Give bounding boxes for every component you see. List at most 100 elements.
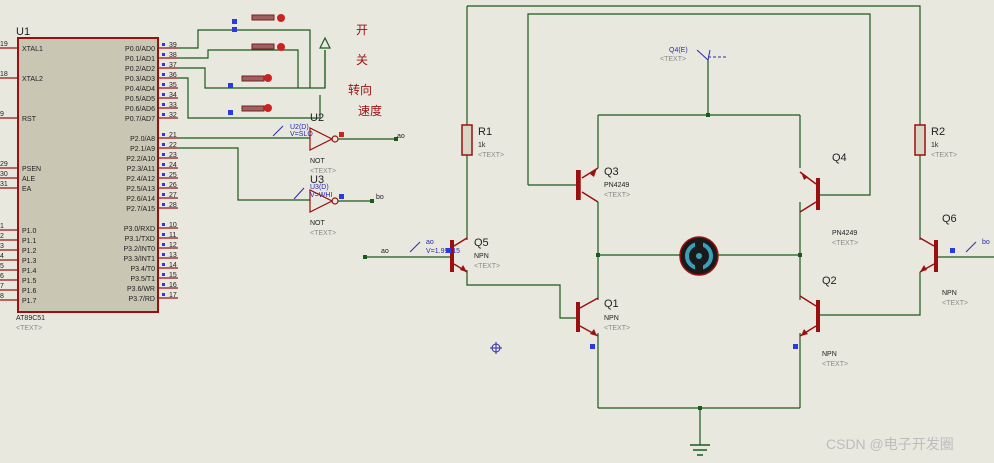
transistor-type: NPN <box>942 290 957 297</box>
gate-probe: U3(D) <box>310 184 329 191</box>
pin-number: 17 <box>169 292 177 299</box>
mcu-pin-left[interactable]: 8P1.7 <box>0 293 37 305</box>
pin-state-marker <box>162 143 165 146</box>
pin-number: 13 <box>169 252 177 259</box>
mcu-u1[interactable]: U1 19XTAL118XTAL29RST29PSEN30ALE31EA1P1.… <box>0 26 178 332</box>
pin-state-marker <box>162 153 165 156</box>
pin-state-marker <box>162 103 165 106</box>
pin-name: P2.2/A10 <box>126 156 155 163</box>
mcu-pin-left[interactable]: 5P1.4 <box>0 263 37 275</box>
probe-label: ao <box>426 239 434 246</box>
push-button-2[interactable] <box>232 27 285 51</box>
probe-pin <box>793 344 798 349</box>
pin-name: P1.2 <box>22 248 37 255</box>
transistor-q1[interactable] <box>576 297 599 337</box>
pin-number: 15 <box>169 272 177 279</box>
pin-name: P2.0/A8 <box>130 136 155 143</box>
pin-name: P3.6/WR <box>127 286 155 293</box>
push-button-4[interactable] <box>228 104 272 119</box>
probe-q4e[interactable]: Q4(E) <TEXT> <box>660 47 728 63</box>
pin-name: XTAL2 <box>22 76 43 83</box>
mcu-pin-left[interactable]: 3P1.2 <box>0 243 37 255</box>
not-gate-u2[interactable]: U2 U2(D) V=SLO NOT <TEXT> ao <box>178 112 405 175</box>
pin-name: P1.7 <box>22 298 37 305</box>
mcu-pin-left[interactable]: 4P1.3 <box>0 253 37 265</box>
probe-q6[interactable]: bo <box>950 239 990 253</box>
transistor-q5[interactable] <box>450 237 468 273</box>
resistor-r1[interactable]: R1 1k <TEXT> <box>461 124 504 159</box>
mcu-pin-left[interactable]: 6P1.5 <box>0 273 37 285</box>
transistor-q6[interactable] <box>919 237 938 273</box>
transistor-ref: Q5 <box>474 237 489 249</box>
resistor-r2[interactable]: R2 1k <TEXT> <box>914 124 957 159</box>
pin-state-marker <box>162 73 165 76</box>
pin-name: PSEN <box>22 166 41 173</box>
transistor-q3[interactable] <box>576 167 599 203</box>
net-label-ao: ao <box>381 248 389 255</box>
pin-number: 14 <box>169 262 177 269</box>
pin-name: P0.7/AD7 <box>125 116 155 123</box>
transistor-text: <TEXT> <box>822 361 848 368</box>
gate-probe-value: V=WHI <box>310 192 332 199</box>
pin-number: 23 <box>169 152 177 159</box>
pin-number: 26 <box>169 182 177 189</box>
push-button-3[interactable] <box>228 74 272 89</box>
push-button-1[interactable] <box>232 14 285 31</box>
pin-state-marker <box>162 283 165 286</box>
transistor-q4[interactable] <box>799 171 820 213</box>
dc-motor-icon[interactable] <box>679 236 719 276</box>
pin-number: 4 <box>0 253 4 260</box>
pin-name: P0.5/AD5 <box>125 96 155 103</box>
mcu-pin-left[interactable]: 7P1.6 <box>0 283 37 295</box>
pin-number: 12 <box>169 242 177 249</box>
probe-q5[interactable]: ao V=1.99915 <box>409 239 460 255</box>
pin-state-marker <box>162 233 165 236</box>
not-gate-u3[interactable]: U3 U3(D) V=WHI NOT <TEXT> bo <box>178 147 384 237</box>
pin-number: 29 <box>0 161 8 168</box>
pin-name: XTAL1 <box>22 46 43 53</box>
pin-state-marker <box>162 133 165 136</box>
button-cap-icon <box>264 104 272 112</box>
button-cap-icon <box>264 74 272 82</box>
mcu-pin-left[interactable]: 2P1.1 <box>0 233 37 245</box>
power-terminal-icon <box>319 36 331 88</box>
resistor-text: <TEXT> <box>931 152 957 159</box>
pin-name: P2.4/A12 <box>126 176 155 183</box>
transistor-text: <TEXT> <box>604 192 630 199</box>
pin-name: P0.4/AD4 <box>125 86 155 93</box>
pin-number: 6 <box>0 273 4 280</box>
mcu-text-placeholder: <TEXT> <box>16 325 42 332</box>
mcu-pin-left[interactable]: 1P1.0 <box>0 223 37 235</box>
transistor-q2[interactable] <box>799 295 820 337</box>
